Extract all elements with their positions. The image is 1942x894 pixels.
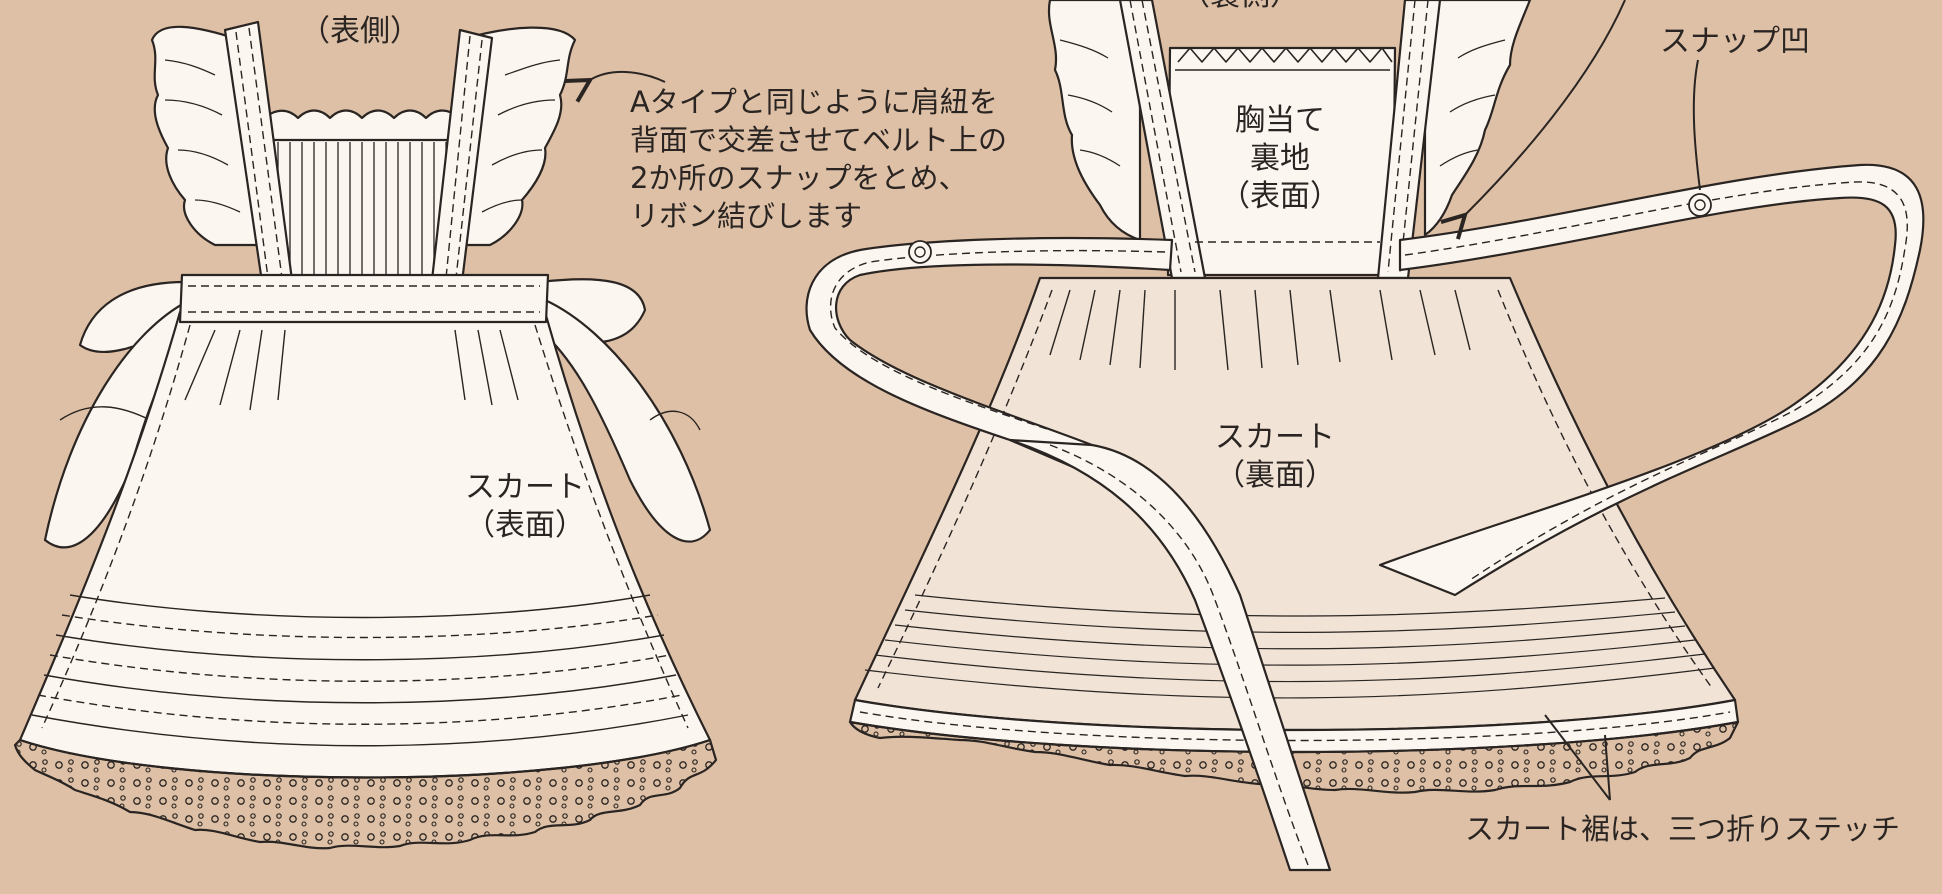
skirt-back-label-2: （裏面） [1215,458,1335,493]
back-left-ruffle [1047,0,1142,242]
skirt-back-label-1: スカート [1215,420,1335,455]
front-hem-lace [13,738,718,850]
front-waistband [178,273,550,324]
skirt-front-label-1: スカート [465,470,585,505]
bib-lining-label-1: 胸当て [1235,103,1325,138]
note-line-1: Aタイプと同じように肩紐を [630,85,998,119]
note-line-3: 2か所のスナップをとめ、 [630,161,968,195]
back-bib-lace [1177,47,1393,63]
note-line-4: リボン結びします [630,199,863,233]
note-line-2: 背面で交差させてベルト上の [630,123,1008,157]
front-side-label: （表側） [300,14,420,49]
hem-leader-line-b [1604,734,1611,801]
front-apron [13,20,718,850]
note-arrow [590,71,666,82]
hem-note: スカート裾は、三つ折りステッチ [1465,812,1901,846]
hem-leader-line-a [1544,714,1611,801]
back-side-label: （裏側） [1180,0,1300,14]
belt-right-loop [1378,163,1925,597]
snap-concave-label: スナップ凹 [1660,24,1810,59]
snap-leader-line [1692,59,1701,191]
snap-right [1688,193,1712,217]
front-bib-lace [260,109,462,142]
annotation-arrows [590,0,1701,801]
snap-left [908,240,932,264]
strap-arrow [1465,0,1626,215]
bib-lining-label-3: （表面） [1220,179,1340,214]
belt-left-tail [1008,438,1332,872]
back-apron [805,0,1925,872]
right-bow-tail [538,298,712,543]
back-right-ruffle [1423,0,1532,237]
skirt-front-label-2: （表面） [465,508,585,543]
bib-lining-label-2: 裏地 [1250,141,1310,176]
